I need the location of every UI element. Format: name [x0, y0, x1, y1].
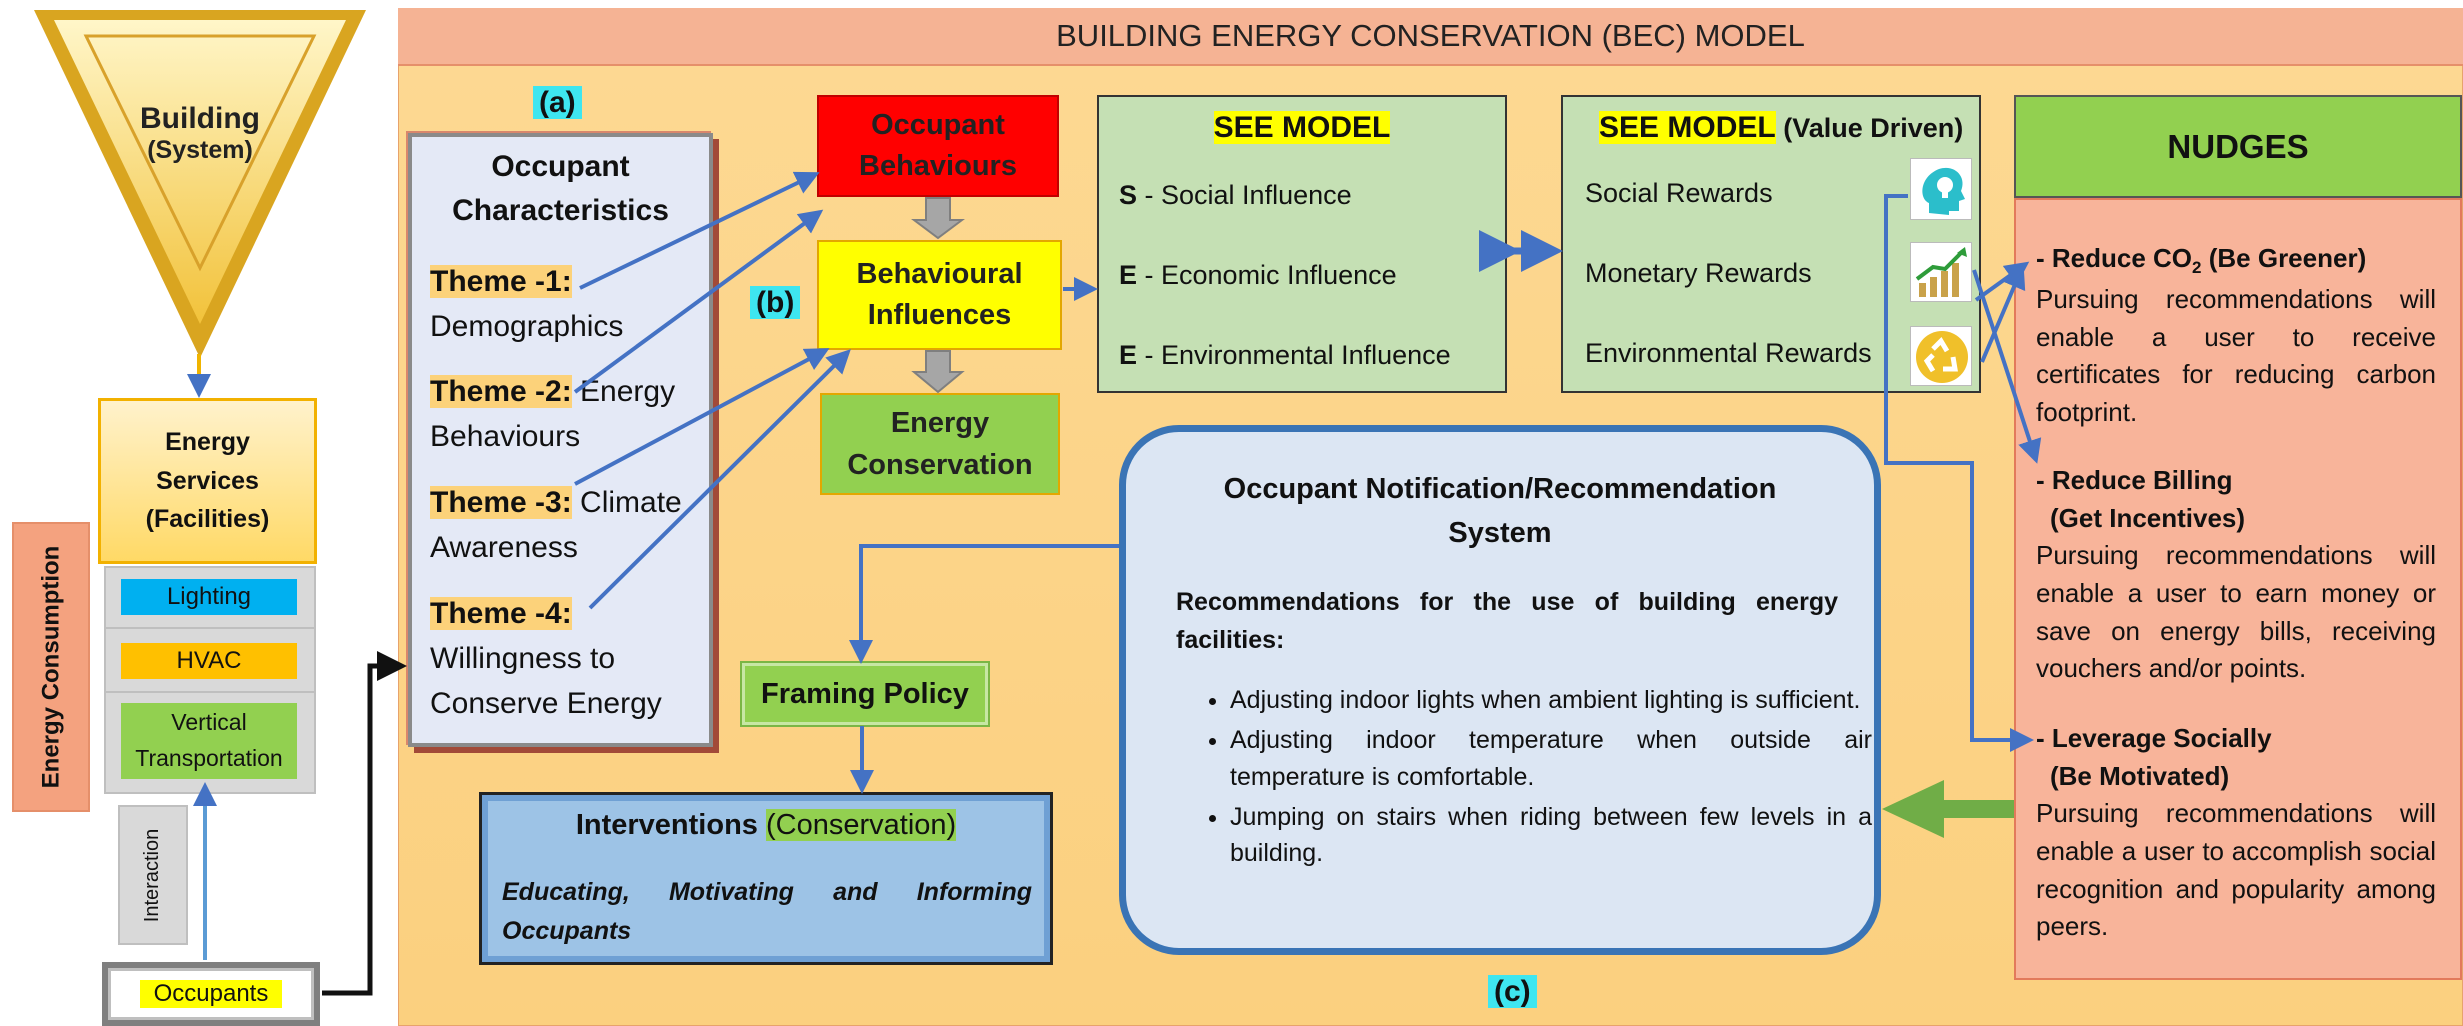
recycle-icon: [1910, 326, 1972, 386]
occupant-characteristics-title: Occupant Characteristics: [452, 150, 669, 227]
notification-system-box: Occupant Notification/Recommendation Sys…: [1119, 425, 1881, 955]
nudge-leverage-socially: - Leverage Socially (Be Motivated) Pursu…: [2036, 723, 2436, 942]
head-lightbulb-icon: [1910, 158, 1972, 220]
interaction-text: Interaction: [141, 828, 164, 922]
interventions-body: Educating, Motivating and Informing Occu…: [502, 878, 1032, 945]
reward-monetary: Monetary Rewards: [1585, 258, 1812, 288]
interventions-title: Interventions (Conservation): [575, 809, 957, 841]
occupant-behaviours-box: Occupant Behaviours: [817, 95, 1059, 197]
facility-vertical-transportation: Vertical Transportation: [121, 703, 297, 779]
facility-divider: [104, 627, 316, 629]
see-item-environmental: E - Environmental Influence: [1119, 340, 1451, 370]
nudges-header: NUDGES: [2014, 95, 2462, 198]
growth-chart-icon: [1910, 242, 1972, 302]
notification-subtitle: Recommendations for the use of building …: [1176, 588, 1838, 654]
arrow-occupants-to-characteristics: [322, 651, 407, 996]
reward-environmental: Environmental Rewards: [1585, 338, 1872, 368]
occupant-characteristics-box: Occupant Characteristics Theme -1: Demog…: [408, 133, 713, 747]
building-triangle: [34, 10, 366, 358]
interventions-box: Interventions (Conservation) Educating, …: [479, 792, 1053, 965]
see-model-box: SEE MODEL S - Social Influence E - Econo…: [1097, 95, 1507, 393]
see-model-value-title: SEE MODEL (Value Driven): [1599, 111, 1964, 144]
notification-title: Occupant Notification/Recommendation Sys…: [1223, 473, 1777, 549]
nudge-reduce-co2: - Reduce CO2 (Be Greener) Pursuing recom…: [2036, 243, 2436, 427]
theme-3: Theme -3: Climate Awareness: [430, 486, 682, 564]
occupants-label: Occupants: [139, 980, 283, 1008]
energy-services-line3: (Facilities): [145, 505, 270, 534]
building-title: Building: [140, 101, 260, 135]
list-item: Adjusting indoor temperature when outsid…: [1230, 722, 1872, 795]
nudges-body: - Reduce CO2 (Be Greener) Pursuing recom…: [2014, 198, 2462, 980]
energy-services-line1: Energy: [165, 427, 250, 456]
nudge-reduce-billing: - Reduce Billing (Get Incentives) Pursui…: [2036, 465, 2436, 684]
tag-b: (b): [750, 286, 801, 320]
reward-social: Social Rewards: [1585, 178, 1773, 208]
energy-services-line2: Services: [156, 466, 259, 495]
framing-policy-box: Framing Policy: [742, 663, 988, 725]
building-subtitle: (System): [147, 135, 253, 164]
energy-consumption-text: Energy Consumption: [37, 545, 65, 789]
theme-1: Theme -1: Demographics: [430, 265, 624, 343]
building-label: Building (System): [110, 88, 290, 178]
recommendation-list: Adjusting indoor lights when ambient lig…: [1176, 682, 1872, 871]
interaction-box: Interaction: [118, 805, 188, 945]
page-title: BUILDING ENERGY CONSERVATION (BEC) MODEL: [398, 8, 2463, 66]
energy-consumption-label: Energy Consumption: [12, 522, 90, 812]
list-item: Adjusting indoor lights when ambient lig…: [1230, 682, 1872, 718]
facility-lighting: Lighting: [121, 579, 297, 615]
energy-conservation-box: Energy Conservation: [820, 393, 1060, 495]
behavioural-influences-box: Behavioural Influences: [817, 240, 1062, 350]
tag-c: (c): [1488, 975, 1537, 1009]
see-item-economic: E - Economic Influence: [1119, 260, 1397, 290]
facility-hvac: HVAC: [121, 643, 297, 679]
see-model-title: SEE MODEL: [1213, 111, 1391, 144]
theme-2: Theme -2: Energy Behaviours: [430, 375, 676, 453]
theme-4: Theme -4: Willingness to Conserve Energy: [430, 597, 662, 720]
tag-a: (a): [533, 86, 582, 120]
see-model-value-box: SEE MODEL (Value Driven) Social Rewards …: [1561, 95, 1981, 393]
occupants-box: Occupants: [102, 962, 320, 1026]
energy-services-box: Energy Services (Facilities): [98, 398, 317, 564]
list-item: Jumping on stairs when riding between fe…: [1230, 799, 1872, 872]
see-item-social: S - Social Influence: [1119, 180, 1352, 210]
facility-divider: [104, 691, 316, 693]
